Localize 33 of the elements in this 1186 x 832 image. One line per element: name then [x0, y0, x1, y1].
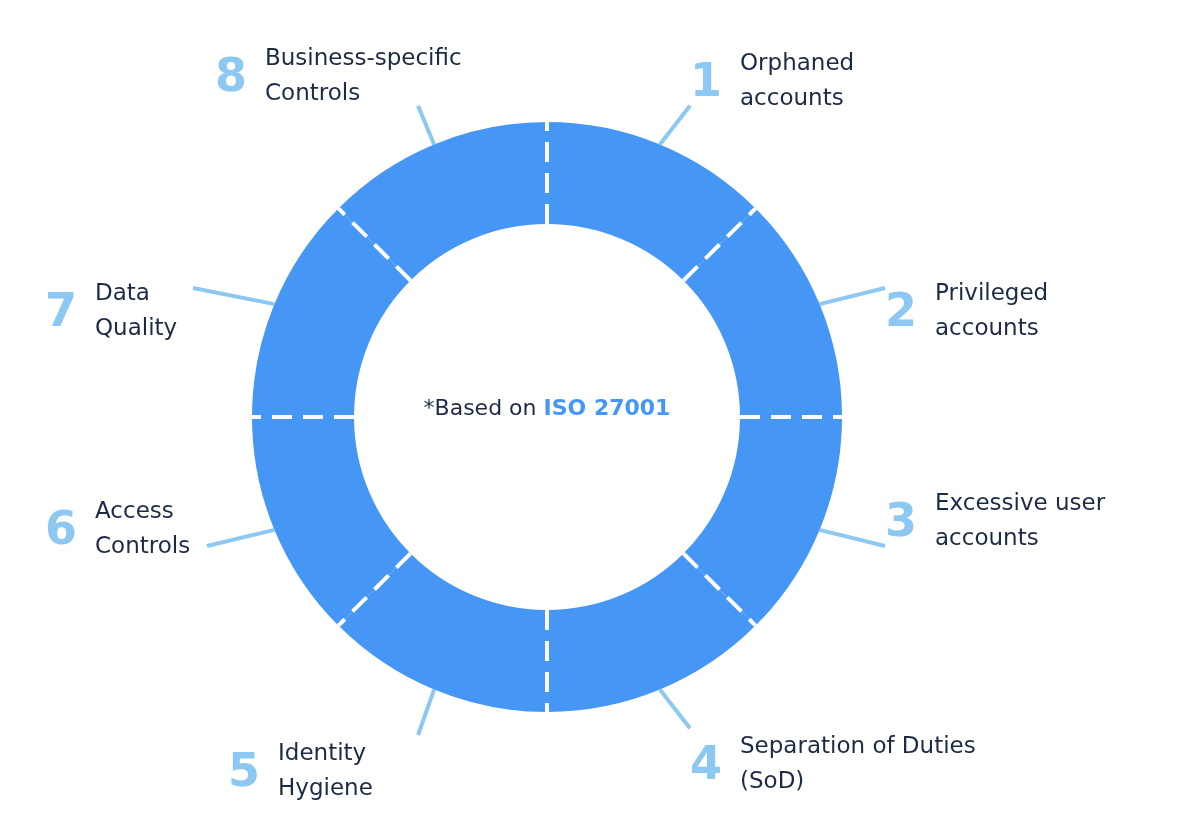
- item-number: 1: [690, 56, 722, 103]
- leader-line: [416, 688, 436, 736]
- item-number: 2: [885, 286, 917, 333]
- item-label: Data Quality: [95, 278, 179, 342]
- item-number: 6: [45, 504, 77, 551]
- leader-line: [658, 688, 692, 730]
- ring-segment: [338, 553, 547, 712]
- leader-line: [819, 286, 886, 307]
- item-label: Identity Hygiene: [278, 738, 374, 802]
- ring-segment: [547, 553, 756, 712]
- leader-line: [658, 104, 692, 146]
- item-number: 4: [690, 739, 722, 786]
- ring-segment: [547, 122, 756, 281]
- ring-segment: [683, 417, 842, 626]
- item-label: Privileged accounts: [935, 278, 1050, 342]
- item-label: Orphaned accounts: [740, 48, 856, 112]
- item-label: Business-specific Controls: [265, 43, 463, 107]
- item-label: Separation of Duties (SoD): [740, 731, 977, 795]
- item-number: 7: [45, 286, 77, 333]
- ring-segment: [338, 122, 547, 281]
- item-number: 3: [885, 496, 917, 543]
- item-number: 5: [228, 746, 260, 793]
- leader-line: [192, 286, 275, 307]
- item-label: Excessive user accounts: [935, 488, 1107, 552]
- leader-line: [819, 527, 886, 548]
- center-note: *Based on ISO 27001: [422, 395, 672, 420]
- item-label: Access Controls: [95, 496, 192, 560]
- ring-segment: [252, 208, 411, 417]
- ring-segment: [252, 417, 411, 626]
- item-number: 8: [215, 51, 247, 98]
- leader-line: [206, 527, 275, 548]
- leader-line: [416, 104, 436, 146]
- ring-segment: [683, 208, 842, 417]
